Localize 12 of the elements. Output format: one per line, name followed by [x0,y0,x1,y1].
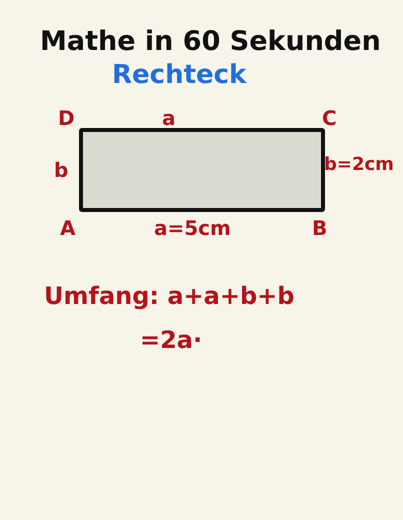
vertex-label: A [60,218,76,238]
subtitle: Rechteck [112,62,246,88]
formula-text: Umfang: a+a+b+b [44,284,294,308]
vertex-label: D [58,108,75,128]
vertex-label: C [322,108,337,128]
title: Mathe in 60 Sekunden [40,28,381,55]
side-label: a [162,108,176,128]
side-label: b [54,160,68,180]
vertex-label: B [312,218,328,238]
dimension-label: a=5cm [154,218,231,238]
formula-text: =2a· [140,328,202,352]
dimension-label: b=2cm [324,156,394,174]
